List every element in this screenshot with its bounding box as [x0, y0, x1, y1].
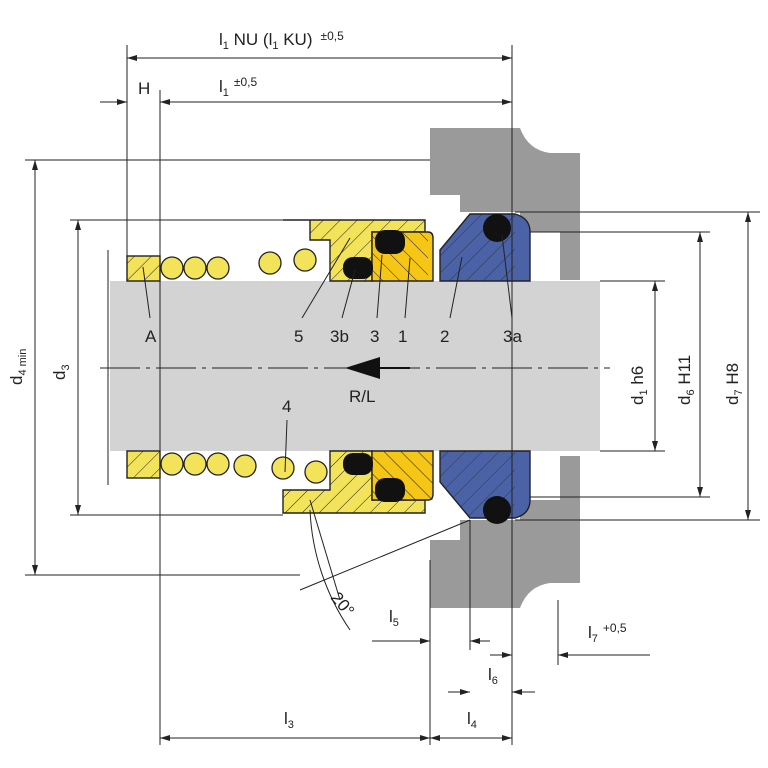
housing [430, 128, 580, 608]
part-label-4: 4 [282, 397, 291, 416]
dim-l3-label: l3 [284, 709, 294, 731]
part-label-3a: 3a [503, 327, 522, 346]
seal-lower [126, 450, 531, 524]
dim-d6-label: d6 H11 [675, 355, 697, 405]
rotation-arrow-icon [345, 357, 410, 379]
dim-l7-label: l7+0,5 [588, 621, 627, 645]
rotation-label: R/L [349, 387, 375, 406]
dim-l5-label: l5 [389, 607, 399, 629]
part-label-a: A [145, 327, 157, 346]
dim-d7-label: d7 H8 [723, 363, 745, 405]
dim-h-label: H [138, 79, 150, 98]
dim-d4-label: d4 min [7, 349, 29, 385]
leader-lines [142, 234, 513, 473]
part-label-3: 3 [370, 327, 379, 346]
dimension-lines [32, 55, 751, 741]
angle-label: 20° [327, 588, 358, 620]
dim-l1-label: l1±0,5 [219, 75, 258, 99]
dim-l6-label: l6 [488, 665, 498, 687]
part-label-2: 2 [440, 327, 449, 346]
part-label-3b: 3b [330, 327, 349, 346]
dim-l4-label: l4 [467, 709, 477, 731]
seal-upper [126, 213, 531, 282]
dim-l1-nu-label: l1 NU (l1 KU)±0,5 [219, 29, 344, 52]
dim-d1-label: d1 h6 [628, 366, 650, 405]
part-label-5: 5 [294, 327, 303, 346]
part-label-1: 1 [398, 327, 407, 346]
dim-d3-label: d3 [50, 364, 72, 380]
